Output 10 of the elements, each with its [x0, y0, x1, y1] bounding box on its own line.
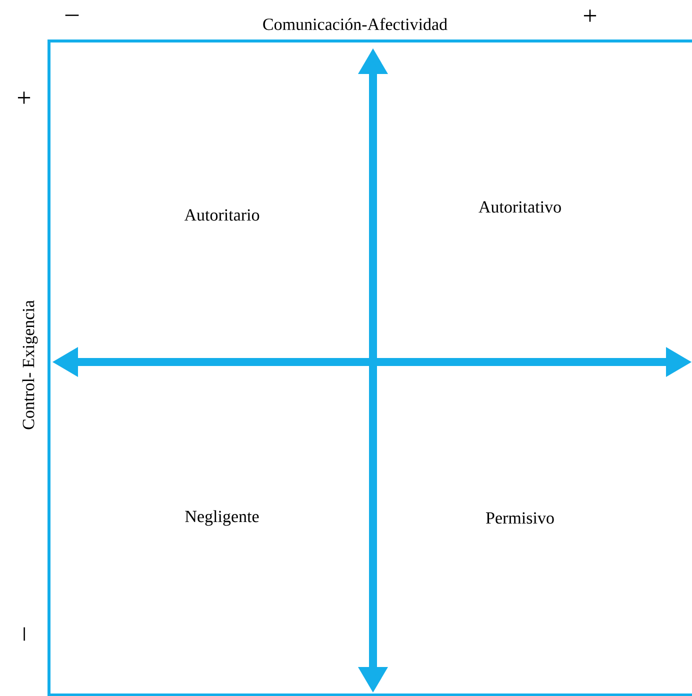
- quadrant-label: Autoritario: [184, 209, 260, 221]
- quadrant-label: Negligente: [185, 510, 259, 526]
- quadrant-label: Autoritativo: [478, 201, 561, 213]
- axis-title: Control- Exigencia: [22, 300, 38, 430]
- quadrant-label: Permisivo: [486, 512, 554, 524]
- minus-sign: –: [65, 14, 79, 16]
- plus-sign: +: [584, 10, 596, 22]
- axis-title: Comunicación-Afectividad: [263, 18, 448, 30]
- plus-sign: +: [18, 92, 30, 104]
- minus-sign: –: [24, 627, 25, 641]
